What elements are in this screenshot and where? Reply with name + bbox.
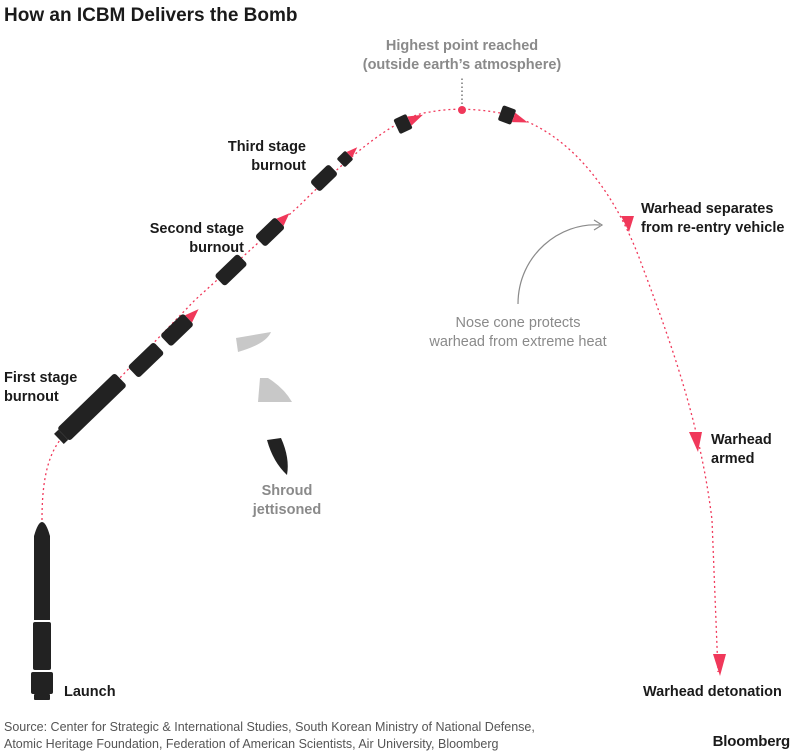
label-third-stage-line1: Third stage	[227, 139, 306, 155]
label-highest-point-line1: Highest point reached	[385, 38, 539, 54]
nose-cone-arrowhead-icon	[593, 219, 604, 231]
shroud-piece-2-icon	[258, 378, 292, 402]
apex-marker	[458, 106, 466, 114]
label-warhead-separates-line1: Warhead separates	[641, 201, 774, 217]
nose-cone-arrow	[517, 224, 601, 305]
label-second-stage: Second stage burnout	[132, 220, 244, 258]
warhead-armed-icon	[689, 432, 702, 452]
label-highest-point-line2: (outside earth’s atmosphere)	[362, 57, 562, 73]
label-shroud-line2: jettisoned	[252, 502, 322, 518]
second-stage-rocket-icon	[215, 213, 290, 286]
label-warhead-separates: Warhead separates from re-entry vehicle	[641, 200, 799, 238]
label-first-stage-line1: First stage	[4, 370, 78, 386]
label-warhead-separates-line2: from re-entry vehicle	[641, 220, 785, 236]
reentry-vehicle-ascending-icon	[393, 114, 423, 134]
label-nose-cone: Nose cone protects warhead from extreme …	[400, 314, 636, 352]
source-line1: Source: Center for Strategic & Internati…	[4, 720, 535, 734]
source-line2: Atomic Heritage Foundation, Federation o…	[4, 737, 499, 751]
launch-rocket-icon	[31, 522, 53, 700]
label-third-stage: Third stage burnout	[220, 138, 306, 176]
label-warhead-armed-line2: armed	[711, 451, 755, 467]
label-first-stage: First stage burnout	[4, 369, 104, 407]
label-nose-cone-line1: Nose cone protects	[455, 315, 581, 331]
first-stage-rocket-icon	[54, 309, 199, 444]
reentry-vehicle-descending-icon	[498, 105, 528, 125]
source-note: Source: Center for Strategic & Internati…	[4, 719, 535, 753]
shroud-piece-3-icon	[267, 438, 288, 475]
label-highest-point: Highest point reached (outside earth’s a…	[352, 37, 572, 75]
label-second-stage-line2: burnout	[189, 240, 244, 256]
third-stage-rocket-icon	[311, 147, 358, 191]
page-title: How an ICBM Delivers the Bomb	[4, 5, 298, 26]
label-third-stage-line2: burnout	[251, 158, 306, 174]
shroud-piece-1-icon	[236, 332, 271, 352]
label-first-stage-line2: burnout	[4, 389, 59, 405]
label-warhead-armed: Warhead armed	[711, 431, 791, 469]
label-launch: Launch	[64, 684, 116, 700]
label-shroud: Shroud jettisoned	[244, 482, 330, 520]
warhead-detonation-icon	[713, 654, 726, 676]
label-warhead-armed-line1: Warhead	[711, 432, 772, 448]
label-shroud-line1: Shroud	[261, 483, 313, 499]
label-nose-cone-line2: warhead from extreme heat	[429, 334, 607, 350]
trajectory-path	[41, 108, 719, 673]
warhead-separation-icon	[621, 216, 634, 232]
label-warhead-detonation: Warhead detonation	[643, 684, 782, 700]
label-second-stage-line1: Second stage	[149, 221, 244, 237]
brand-logo: Bloomberg	[712, 733, 791, 750]
